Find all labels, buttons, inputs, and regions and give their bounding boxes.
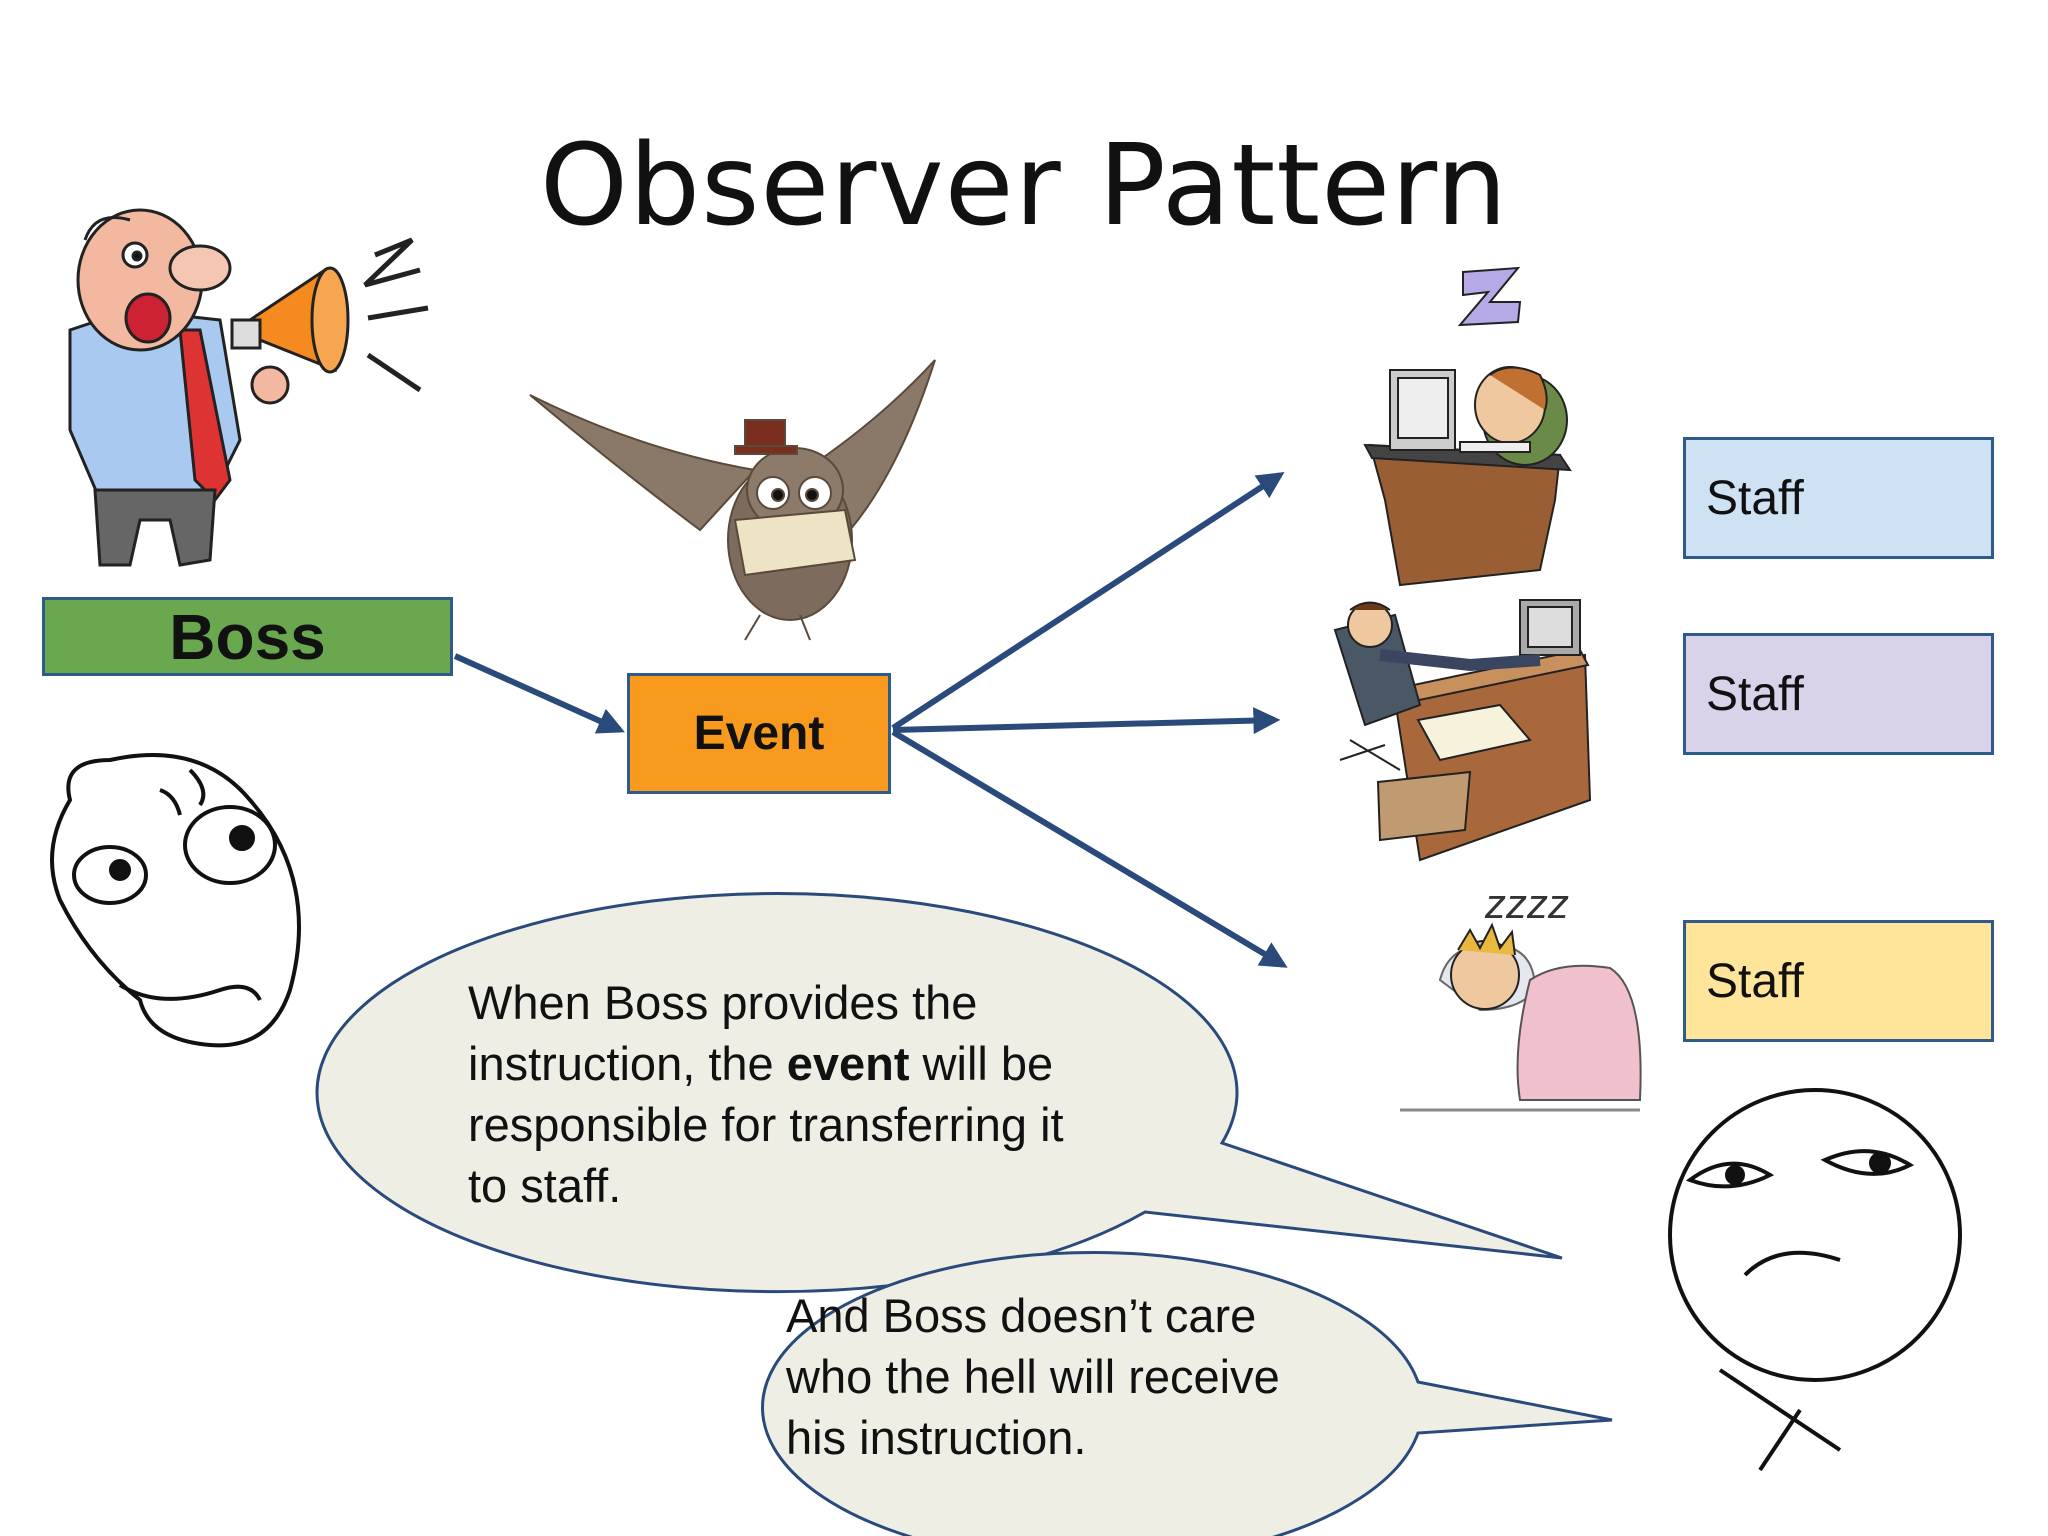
- bubble-1-text-bold: event: [787, 1037, 910, 1090]
- boss-megaphone-icon: [70, 210, 428, 565]
- arrow-boss-to-event: [455, 656, 620, 730]
- event-box: Event: [627, 673, 891, 794]
- relaxing-at-desk-icon: [1335, 600, 1590, 860]
- arrow-event-to-staff-2: [893, 720, 1275, 730]
- boss-box: Boss: [42, 597, 453, 676]
- staff-box-3: Staff: [1683, 920, 1994, 1042]
- challenge-face-icon: [1670, 1090, 1960, 1470]
- bubble-1-text: When Boss provides the instruction, the …: [468, 972, 1088, 1216]
- slide-title: Observer Pattern: [0, 130, 2048, 242]
- staff-box-2: Staff: [1683, 633, 1994, 755]
- arrow-event-to-staff-1: [893, 475, 1280, 728]
- bubble-2-text: And Boss doesn’t care who the hell will …: [786, 1285, 1346, 1468]
- sleep-zzz-label: zzzz: [1484, 880, 1569, 927]
- sleeping-at-desk-icon: [1365, 268, 1570, 585]
- owl-messenger-icon: [530, 360, 935, 640]
- thinking-face-icon: [52, 755, 299, 1045]
- sleeping-in-bed-icon: zzzz: [1400, 880, 1641, 1110]
- staff-box-1: Staff: [1683, 437, 1994, 559]
